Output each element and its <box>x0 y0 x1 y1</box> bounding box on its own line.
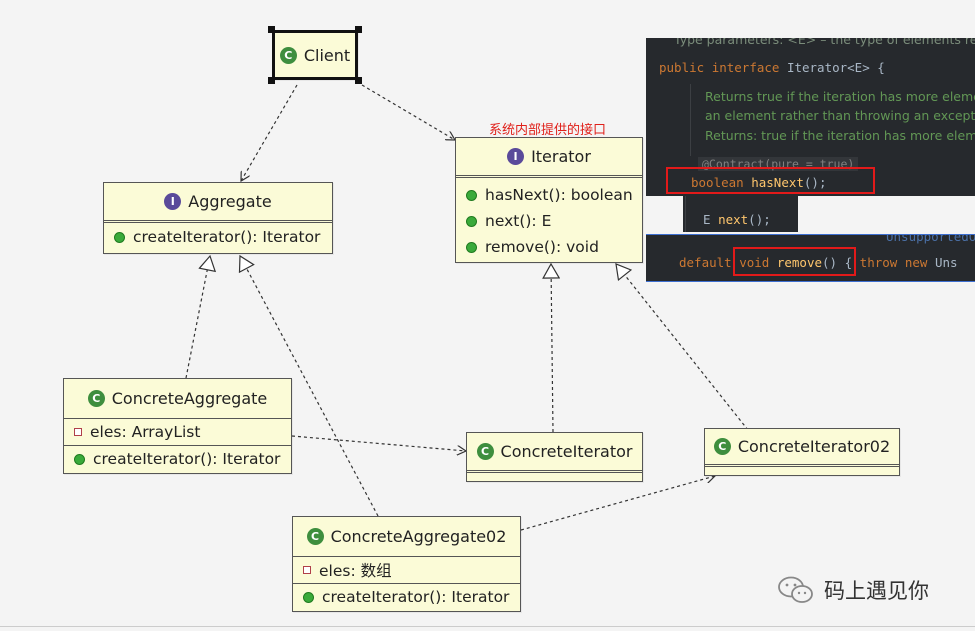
impl-concreteaggregate02-aggregate <box>240 256 379 517</box>
interface-aggregate[interactable]: I Aggregate createIterator(): Iterator <box>103 182 333 254</box>
class-concrete-aggregate[interactable]: C ConcreteAggregate eles: ArrayList crea… <box>63 378 292 474</box>
private-field-icon <box>74 428 82 436</box>
class-name: ConcreteAggregate <box>111 389 268 408</box>
wechat-logo-icon <box>778 576 813 603</box>
method-row: hasNext(): boolean <box>456 182 642 208</box>
field-row: eles: ArrayList <box>64 419 291 445</box>
class-name: Aggregate <box>188 192 272 211</box>
highlight-hasnext <box>666 167 875 194</box>
public-method-icon <box>114 231 125 243</box>
impl-concreteiterator-iterator <box>551 264 553 433</box>
code-interface-declaration: public interface Iterator<E> { <box>659 60 885 75</box>
code-unsupported-text: UnsupportedO <box>886 234 975 244</box>
field-row: eles: 数组 <box>293 557 520 583</box>
code-editor-next-fragment: E next(); <box>683 196 798 232</box>
class-concrete-iterator02-header: C ConcreteIterator02 <box>705 429 899 467</box>
interface-iterator[interactable]: I Iterator hasNext(): boolean next(): E … <box>455 137 643 263</box>
watermark-text: 码上遇见你 <box>824 579 929 603</box>
code-editor-remove-fragment: UnsupportedO default void remove() { thr… <box>646 234 975 282</box>
class-client[interactable]: C Client <box>272 30 358 80</box>
public-method-icon <box>466 215 477 227</box>
dep-client-iterator <box>361 84 455 140</box>
class-icon: C <box>279 46 297 64</box>
method-row: remove(): void <box>456 234 642 260</box>
interface-aggregate-header: I Aggregate <box>104 183 332 223</box>
code-editor-panel: Type parameters: <E> – the type of eleme… <box>646 38 975 196</box>
public-method-icon <box>466 189 477 201</box>
interface-annotation: 系统内部提供的接口 <box>489 123 607 138</box>
dep-concreteaggregate-concreteiterator <box>291 435 466 451</box>
class-concrete-aggregate02-header: C ConcreteAggregate02 <box>293 517 520 557</box>
dep-concreteaggregate02-concreteiterator02 <box>520 476 715 531</box>
class-concrete-aggregate02[interactable]: C ConcreteAggregate02 eles: 数组 createIte… <box>292 516 521 612</box>
class-name: ConcreteAggregate02 <box>330 527 507 546</box>
selection-handle[interactable] <box>355 77 362 84</box>
public-method-icon <box>466 241 477 253</box>
code-type-params: Type parameters: <E> – the type of eleme… <box>674 38 975 47</box>
impl-concreteaggregate-aggregate <box>185 256 210 379</box>
public-method-icon <box>74 453 85 465</box>
class-icon: C <box>713 438 731 455</box>
class-icon: C <box>476 443 494 460</box>
method-row: next(): E <box>456 208 642 234</box>
class-icon: C <box>87 390 105 407</box>
method-row: createIterator(): Iterator <box>64 445 291 472</box>
indent-guide <box>685 196 686 232</box>
highlight-remove <box>733 247 856 276</box>
code-doc-line: Returns true if the iteration has more e… <box>705 89 975 104</box>
bottom-divider <box>0 626 975 627</box>
interface-icon: I <box>507 148 525 165</box>
code-hasnext-line: boolean hasNext(); <box>691 175 827 190</box>
class-name: Client <box>303 45 351 65</box>
interface-iterator-header: I Iterator <box>456 138 642 178</box>
method-row: createIterator(): Iterator <box>104 223 332 251</box>
public-method-icon <box>303 591 314 603</box>
class-concrete-aggregate-header: C ConcreteAggregate <box>64 379 291 419</box>
class-concrete-iterator02[interactable]: C ConcreteIterator02 <box>704 428 900 476</box>
class-name: ConcreteIterator02 <box>737 437 891 456</box>
class-client-header: C Client <box>275 33 355 77</box>
class-concrete-iterator[interactable]: C ConcreteIterator <box>466 432 643 482</box>
class-name: ConcreteIterator <box>500 442 633 461</box>
selection-handle[interactable] <box>268 77 275 84</box>
dep-client-aggregate <box>241 84 298 181</box>
impl-concreteiterator02-iterator <box>616 264 749 431</box>
code-doc-line: Returns: true if the iteration has more … <box>705 128 975 143</box>
watermark: 码上遇见你 <box>776 575 929 605</box>
private-field-icon <box>303 566 311 574</box>
code-next-line: E next(); <box>703 212 771 227</box>
class-icon: C <box>306 528 324 545</box>
code-remove-line: default void remove() { throw new Uns <box>679 255 958 270</box>
class-name: Iterator <box>531 147 591 166</box>
class-concrete-iterator-header: C ConcreteIterator <box>467 433 642 473</box>
selection-handle[interactable] <box>268 26 275 33</box>
selection-handle[interactable] <box>355 26 362 33</box>
code-doc-line: an element rather than throwing an excep… <box>705 108 975 123</box>
indent-guide <box>690 84 691 156</box>
interface-icon: I <box>164 193 182 210</box>
method-row: createIterator(): Iterator <box>293 583 520 610</box>
